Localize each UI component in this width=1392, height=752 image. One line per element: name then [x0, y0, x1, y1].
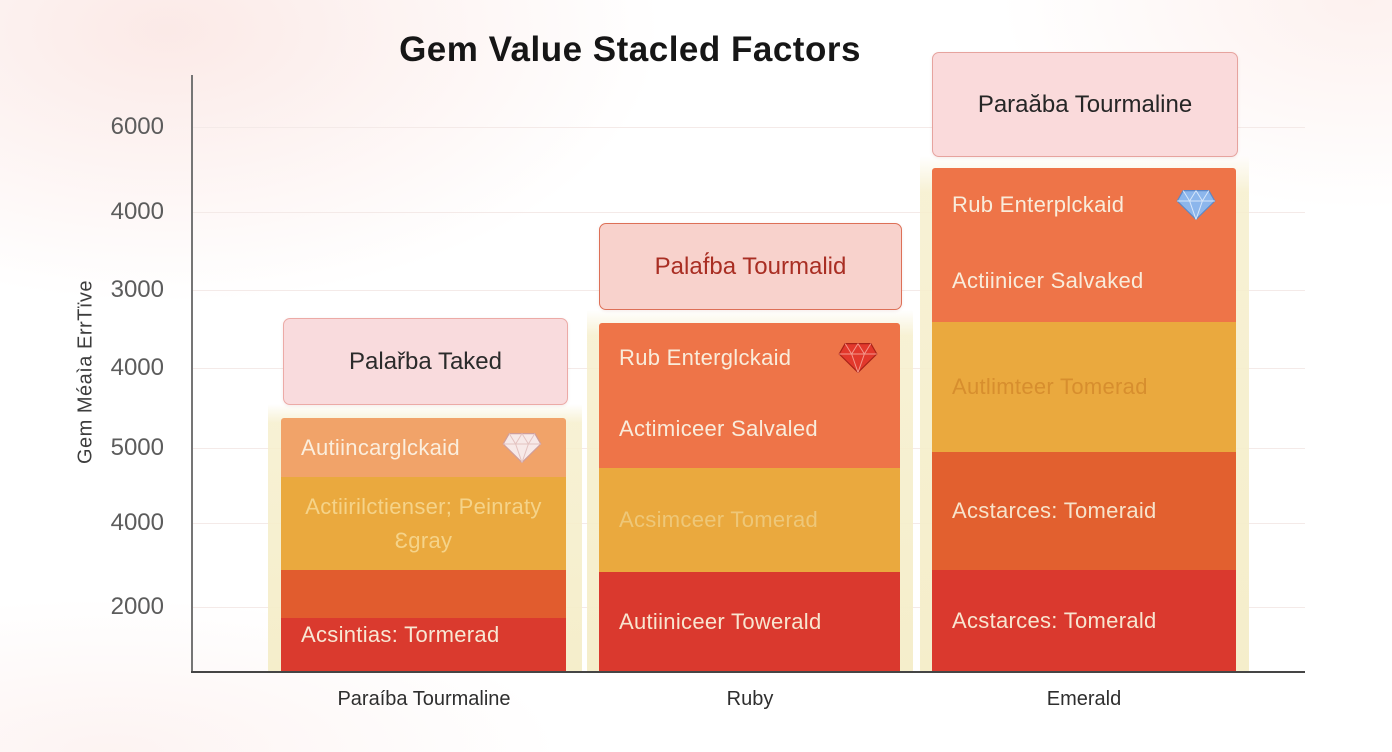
diamond-icon [838, 342, 878, 373]
diamond-icon [502, 432, 542, 463]
y-tick-label: 4000 [110, 198, 164, 225]
y-tick-label: 4000 [110, 509, 164, 536]
bar-segment: Actiirilctienser; Peinraty Ɛgray [281, 477, 566, 570]
bar-segment: Acstarces: Tomerald [932, 570, 1236, 672]
x-axis-line [191, 671, 1305, 673]
y-tick-label: 4000 [110, 354, 164, 381]
annotation-label: Paraăba Tourmaline [977, 90, 1193, 118]
bar-segment: Autiincarglckaid [281, 418, 566, 477]
y-tick-label: 5000 [110, 434, 164, 461]
bar-segment: Autlimteer Tomerad [932, 322, 1236, 452]
bar-segment: Rub Enterplckaid Actiinicer Salvaked [932, 168, 1236, 322]
annotation-label: Palařba Taked [349, 347, 502, 375]
segment-label: Autiincarglckaid [301, 434, 460, 460]
gridline [193, 212, 1305, 213]
y-tick-label: 3000 [110, 276, 164, 303]
chart-title: Gem Value Stacled Factors [399, 30, 861, 69]
y-tick-label: 2000 [110, 593, 164, 620]
segment-label: Acsintias: Tormerad [301, 622, 500, 647]
bar-segment: Acsintias: Tormerad [281, 618, 566, 672]
y-axis-line [191, 75, 193, 673]
y-tick-label: 6000 [110, 113, 164, 140]
annotation-box: Paraăba Tourmaline [932, 52, 1238, 157]
segment-label: Actiinicer Salvaked [952, 268, 1144, 293]
segment-label: Acstarces: Tomerald [952, 608, 1157, 633]
gridline [193, 127, 1305, 128]
segment-label: Rub Enterplckaid [952, 192, 1125, 217]
segment-label: Actiirilctienser; Peinraty [305, 493, 542, 519]
x-tick-label: Ruby [726, 688, 774, 710]
bar-segment: Rub Enterglckaid Actimiceer Salvaled [599, 323, 900, 468]
segment-label: Autiiniceer Towerald [619, 609, 822, 634]
bar-segment [281, 570, 566, 618]
x-tick-label: Paraíba Tourmaline [337, 688, 511, 710]
bar-segment: Acstarces: Tomeraid [932, 452, 1236, 570]
segment-label: Rub Enterglckaid [619, 345, 792, 370]
bar-segment: Autiiniceer Towerald [599, 572, 900, 672]
segment-label: Acsimceer Tomerad [619, 507, 819, 532]
diamond-icon [1176, 190, 1216, 220]
annotation-box: Palaf́ba Tourmalid [599, 223, 902, 310]
segment-label: Actimiceer Salvaled [619, 416, 818, 441]
bar-segment: Acsimceer Tomerad [599, 468, 900, 572]
x-tick-label: Emerald [1046, 688, 1122, 710]
segment-label: Ɛgray [394, 527, 453, 553]
segment-label: Acstarces: Tomeraid [952, 498, 1157, 523]
segment-label: Autlimteer Tomerad [952, 374, 1148, 399]
annotation-box: Palařba Taked [283, 318, 568, 405]
annotation-label: Palaf́ba Tourmalid [654, 252, 847, 280]
